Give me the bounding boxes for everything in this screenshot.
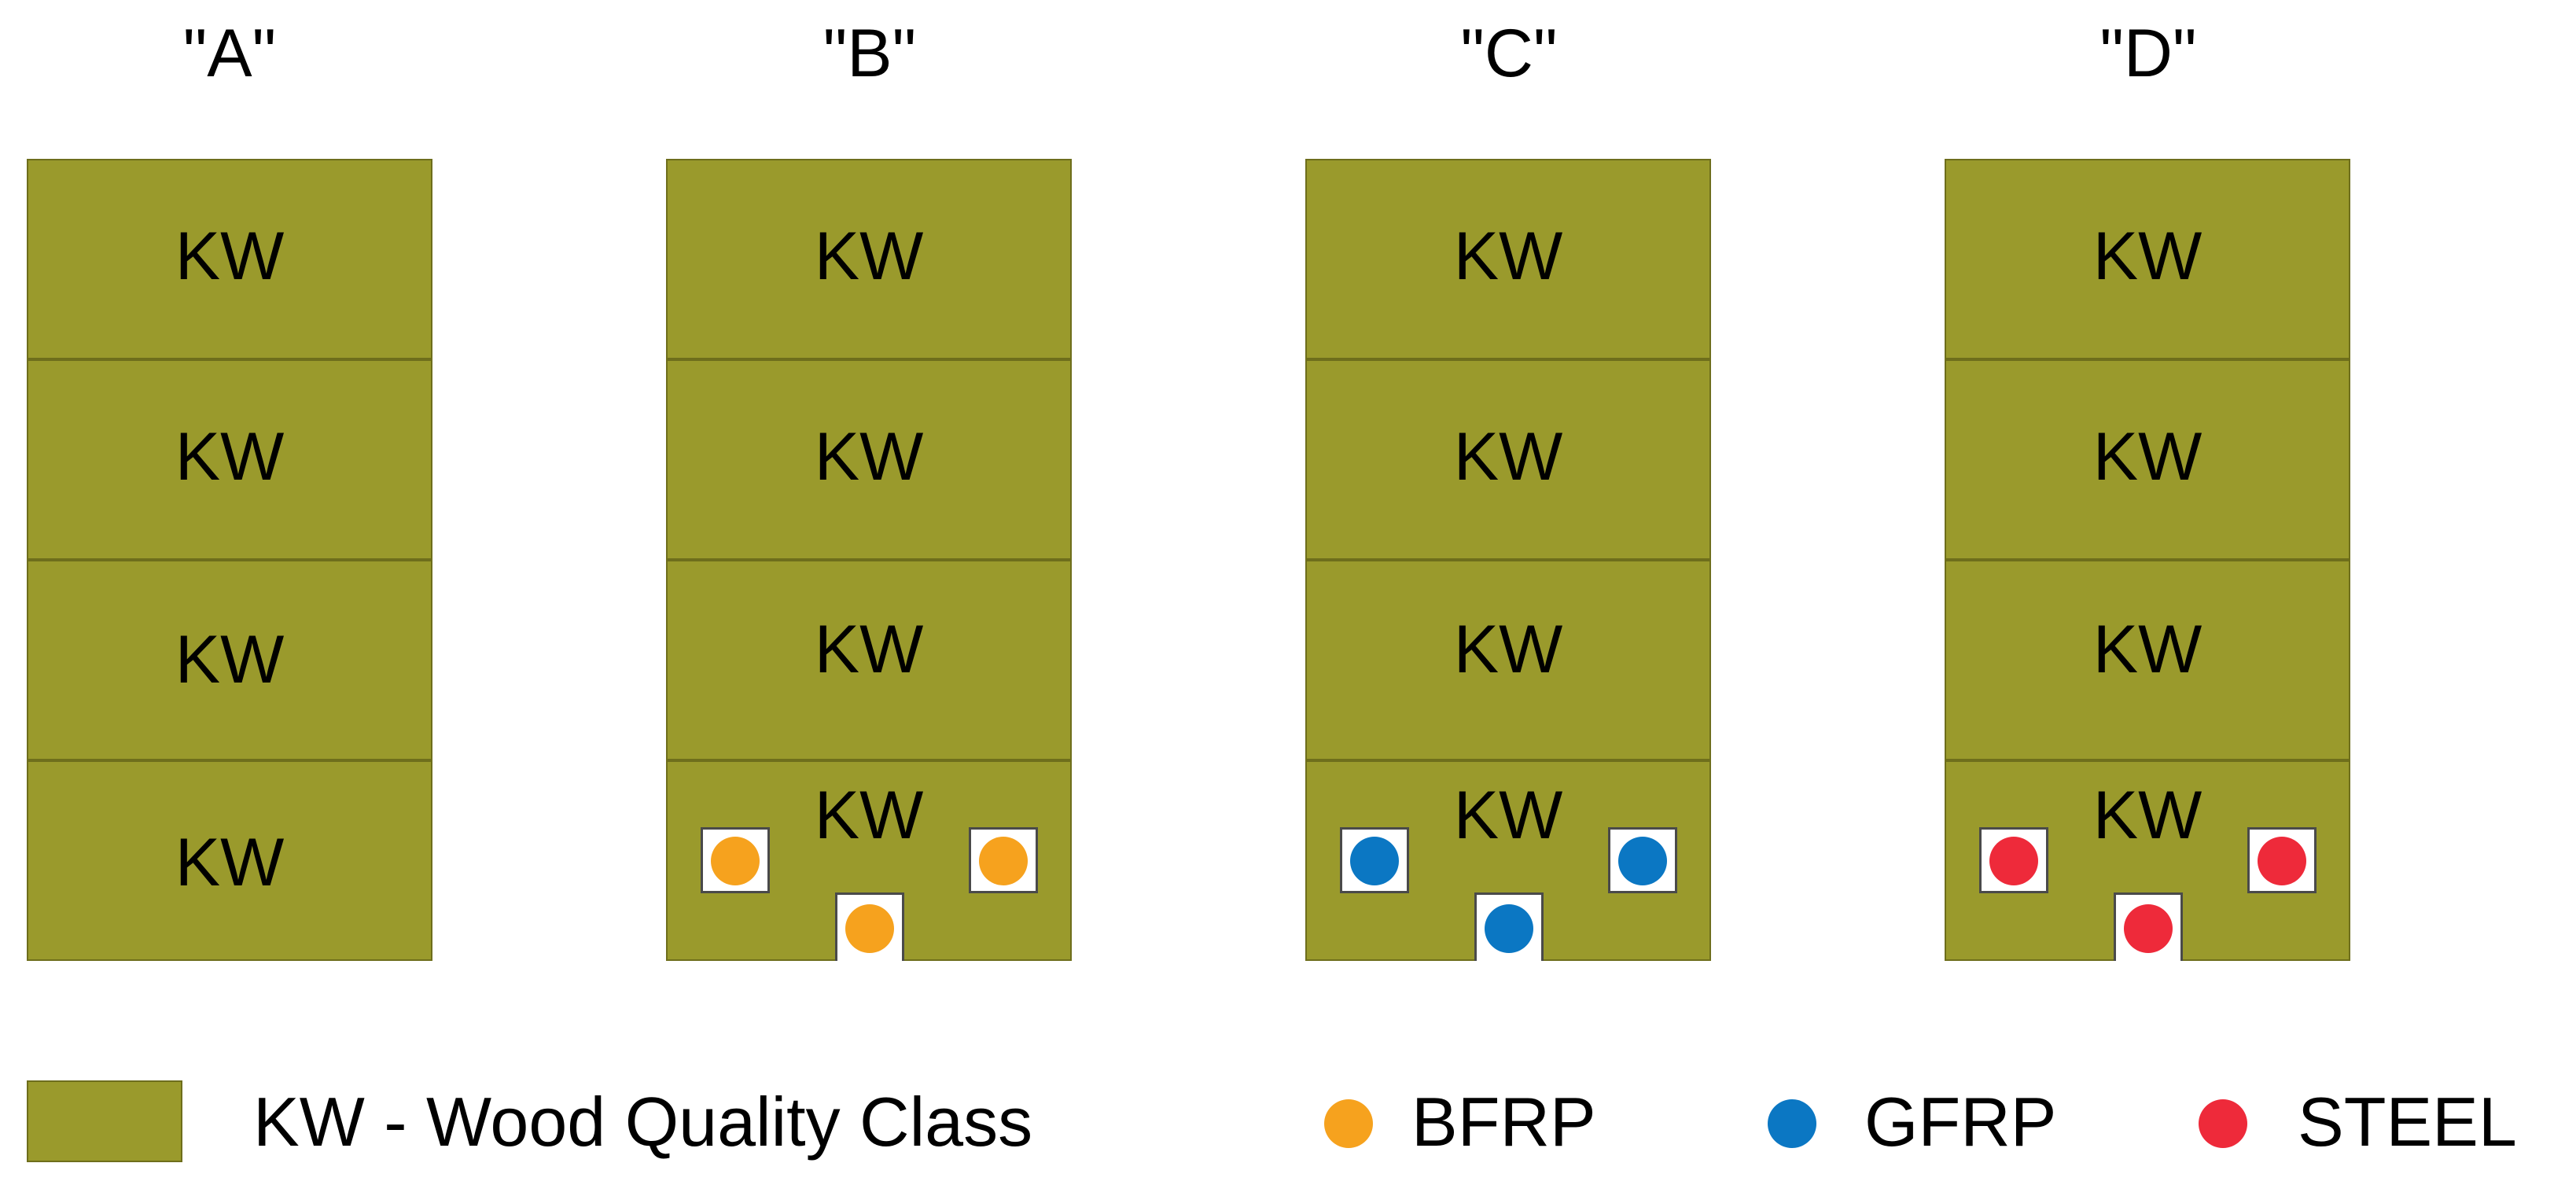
gfrp-bar-right: [1618, 837, 1667, 885]
steel-bar-left: [1989, 837, 2038, 885]
layer-label: KW: [175, 419, 285, 495]
legend-gfrp-dot: [1768, 1099, 1816, 1148]
layer-label: KW: [814, 778, 924, 853]
section-d-layer-3: KW: [1945, 560, 2350, 760]
section-a-layer-1: KW: [27, 159, 432, 359]
section-b-layer-1: KW: [666, 159, 1072, 359]
section-c-notch-left: [1340, 827, 1409, 893]
section-c-layer-3: KW: [1305, 560, 1711, 760]
steel-bar-right: [2258, 837, 2306, 885]
layer-label: KW: [2092, 219, 2202, 294]
section-a-layer-4: KW: [27, 760, 432, 961]
bfrp-bar-bottom: [845, 904, 894, 953]
section-a-layer-3: KW: [27, 560, 432, 760]
layer-label: KW: [1453, 612, 1563, 687]
section-b-title: "B": [822, 16, 917, 91]
layer-label: KW: [814, 419, 924, 495]
section-a-layer-2: KW: [27, 359, 432, 560]
section-a-title: "A": [182, 16, 277, 91]
layer-label: KW: [2092, 612, 2202, 687]
section-c-notch-right: [1608, 827, 1677, 893]
legend-wood-label: KW - Wood Quality Class: [253, 1083, 1033, 1161]
layer-label: KW: [1453, 419, 1563, 495]
section-d-notch-left: [1979, 827, 2048, 893]
section-d-layer-1: KW: [1945, 159, 2350, 359]
legend-gfrp-label: GFRP: [1864, 1083, 2057, 1161]
layer-label: KW: [2092, 778, 2202, 853]
legend-steel-label: STEEL: [2298, 1083, 2517, 1161]
section-d-notch-right: [2247, 827, 2317, 893]
steel-bar-bottom: [2124, 904, 2173, 953]
layer-label: KW: [814, 612, 924, 687]
layer-label: KW: [1453, 778, 1563, 853]
bfrp-bar-right: [979, 837, 1028, 885]
section-b-notch-left: [701, 827, 770, 893]
gfrp-bar-left: [1350, 837, 1399, 885]
legend-steel-dot: [2199, 1099, 2247, 1148]
legend-bfrp-label: BFRP: [1411, 1083, 1596, 1161]
layer-label: KW: [1453, 219, 1563, 294]
layer-label: KW: [2092, 419, 2202, 495]
section-b-layer-2: KW: [666, 359, 1072, 560]
layer-label: KW: [175, 825, 285, 900]
section-b-notch-bottom: [835, 892, 904, 961]
layer-label: KW: [814, 219, 924, 294]
section-c-title: "C": [1460, 16, 1558, 91]
bfrp-bar-left: [711, 837, 760, 885]
legend-bfrp-dot: [1324, 1099, 1373, 1148]
section-c-layer-2: KW: [1305, 359, 1711, 560]
section-d-layer-2: KW: [1945, 359, 2350, 560]
layer-label: KW: [175, 622, 285, 697]
layer-label: KW: [175, 219, 285, 294]
gfrp-bar-bottom: [1485, 904, 1533, 953]
legend-wood-swatch: [27, 1080, 182, 1162]
section-c-notch-bottom: [1474, 892, 1544, 961]
section-d-notch-bottom: [2114, 892, 2183, 961]
section-d-title: "D": [2099, 16, 2197, 91]
section-c-layer-1: KW: [1305, 159, 1711, 359]
section-b-layer-3: KW: [666, 560, 1072, 760]
section-b-notch-right: [969, 827, 1038, 893]
